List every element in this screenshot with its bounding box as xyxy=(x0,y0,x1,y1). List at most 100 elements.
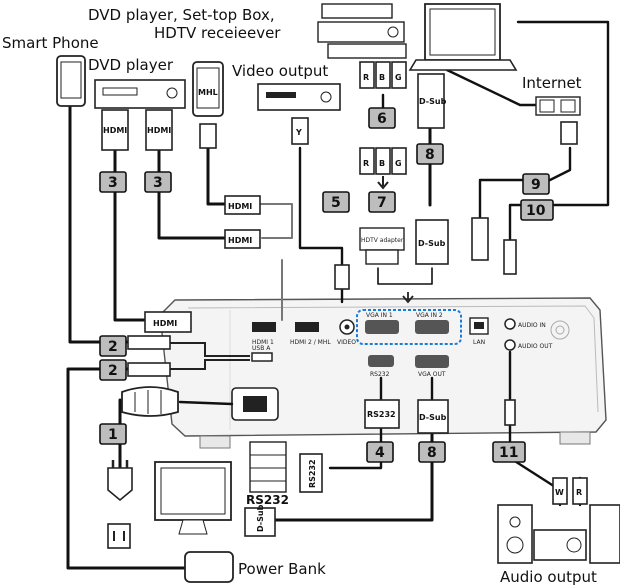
port-lan: LAN xyxy=(469,317,489,346)
svg-text:10: 10 xyxy=(526,203,546,219)
cable-number-10: 10 xyxy=(520,199,554,221)
cable-number-8a: 8 xyxy=(416,143,444,165)
hdmi-plug-projector-text: HDMI xyxy=(153,319,177,328)
wr-plug-w: W xyxy=(555,488,564,497)
usb-link-lower xyxy=(170,359,250,370)
port-rs232-label: RS232 xyxy=(370,371,390,378)
internet-socket xyxy=(535,96,581,116)
label-audio-output: Audio output xyxy=(500,568,597,586)
hdmi-plug-dvd2: HDMI xyxy=(145,109,173,151)
port-usb-label: USB A xyxy=(252,345,271,352)
cable-number-7: 7 xyxy=(368,191,396,213)
dsub-plug-mid-text: D-Sub xyxy=(418,239,446,248)
svg-text:11: 11 xyxy=(499,445,518,461)
port-audio-in-label: AUDIO IN xyxy=(518,322,546,329)
arrow-down-icon xyxy=(377,176,389,190)
audio-out-jack xyxy=(504,399,516,426)
port-vga-in2: VGA IN 2 xyxy=(415,312,449,334)
label-video-output: Video output xyxy=(232,62,328,80)
hdtv-adapter: HDTV adapter xyxy=(359,227,405,265)
wr-plug-r: R xyxy=(576,488,582,497)
svg-text:9: 9 xyxy=(531,177,541,193)
cable-number-3b: 3 xyxy=(144,171,172,193)
usb-plug-mhl xyxy=(199,123,217,149)
svg-text:8: 8 xyxy=(425,147,435,163)
hdmi-plug-mhl-b: HDMI xyxy=(224,229,261,249)
smart-phone-device xyxy=(56,55,86,107)
svg-text:6: 6 xyxy=(377,111,387,127)
hdmi-plug-dvd: HDMI xyxy=(101,109,129,151)
port-usb-a: USB A xyxy=(251,345,273,362)
mhl-phone-device xyxy=(192,61,224,117)
dsub-plug-mid: D-Sub xyxy=(415,219,449,265)
dsub-plug-top-text: D-Sub xyxy=(419,97,447,106)
power-socket xyxy=(231,387,279,421)
label-rs232: RS232 xyxy=(246,493,289,507)
dsub-plug-monitor-text: D-Sub xyxy=(256,504,265,532)
rbg-bottom-g: G xyxy=(395,159,402,168)
port-vga-out: VGA OUT xyxy=(415,355,449,378)
port-lan-label: LAN xyxy=(473,339,485,346)
port-vga-in1-label: VGA IN 1 xyxy=(366,312,393,319)
rbg-top-b: B xyxy=(379,73,385,82)
svg-text:7: 7 xyxy=(377,195,387,211)
power-plug xyxy=(107,460,133,502)
label-mhl: MHL xyxy=(198,88,218,97)
svg-text:4: 4 xyxy=(375,445,385,461)
dvd-player-device xyxy=(94,79,186,109)
label-smart-phone: Smart Phone xyxy=(2,34,99,52)
svg-text:5: 5 xyxy=(331,195,341,211)
rbg-bottom-b: B xyxy=(379,159,385,168)
cable-number-2b: 2 xyxy=(99,359,127,381)
hdmi-plug-dvd2-text: HDMI xyxy=(147,126,171,135)
hdmi-plug-mhl-b-text: HDMI xyxy=(228,236,252,245)
port-audio-out: AUDIO OUT xyxy=(504,339,553,351)
svg-text:3: 3 xyxy=(108,175,118,191)
video-output-device xyxy=(257,83,341,111)
audio-in-jack xyxy=(503,239,517,275)
port-hdmi2-mhl: HDMI 2 / MHL xyxy=(290,322,331,346)
hdmi-plug-dvd-text: HDMI xyxy=(103,126,127,135)
dsub-plug-vgaout-text: D-Sub xyxy=(419,413,447,422)
svg-text:2: 2 xyxy=(108,339,118,355)
lan-plug-top xyxy=(560,121,578,145)
port-hdmi1-label: HDMI 1 xyxy=(252,339,274,346)
lan-plug-bottom xyxy=(471,217,489,261)
port-audio-out-label: AUDIO OUT xyxy=(518,343,553,350)
usb-plug-upper xyxy=(127,335,171,350)
svg-text:8: 8 xyxy=(427,445,437,461)
dsub-plug-vgaout: D-Sub xyxy=(417,399,449,434)
usb-link-upper xyxy=(170,342,250,357)
hdmi-plug-mhl-a: HDMI xyxy=(224,195,261,215)
cable-number-3a: 3 xyxy=(99,171,127,193)
cable-number-5: 5 xyxy=(322,191,350,213)
hdmi-plug-mhl-a-text: HDMI xyxy=(228,202,252,211)
port-hdmi1: HDMI 1 xyxy=(252,322,276,346)
cable-number-8b: 8 xyxy=(418,441,446,463)
rs232-plug-device-text: RS232 xyxy=(308,459,317,488)
label-dvd-player: DVD player xyxy=(88,56,174,74)
port-vga-in2-label: VGA IN 2 xyxy=(416,312,443,319)
rbg-plug-top: R B G xyxy=(359,61,407,89)
cable-number-4: 4 xyxy=(366,441,394,463)
port-vga-out-label: VGA OUT xyxy=(418,371,446,378)
rbg-plug-bottom: R B G xyxy=(359,147,407,175)
label-power-bank: Power Bank xyxy=(238,560,326,578)
power-bank-device xyxy=(184,551,234,583)
cable-number-9: 9 xyxy=(522,173,550,195)
rs232-device xyxy=(249,441,287,493)
wall-outlet xyxy=(107,523,131,549)
label-internet: Internet xyxy=(522,74,582,92)
rs232-plug-device: RS232 xyxy=(299,453,323,493)
label-dvd-stb: DVD player, Set-top Box, xyxy=(88,6,275,24)
port-video-label: VIDEO xyxy=(337,339,356,346)
vga-in-highlight xyxy=(356,309,462,345)
cable-number-1: 1 xyxy=(99,423,127,445)
video-plug-y-text: Y xyxy=(295,128,302,137)
audio-output-device xyxy=(497,504,620,564)
video-plug-y: Y xyxy=(291,117,309,145)
wr-plugs: W R xyxy=(552,477,588,505)
cable-number-6: 6 xyxy=(368,107,396,129)
